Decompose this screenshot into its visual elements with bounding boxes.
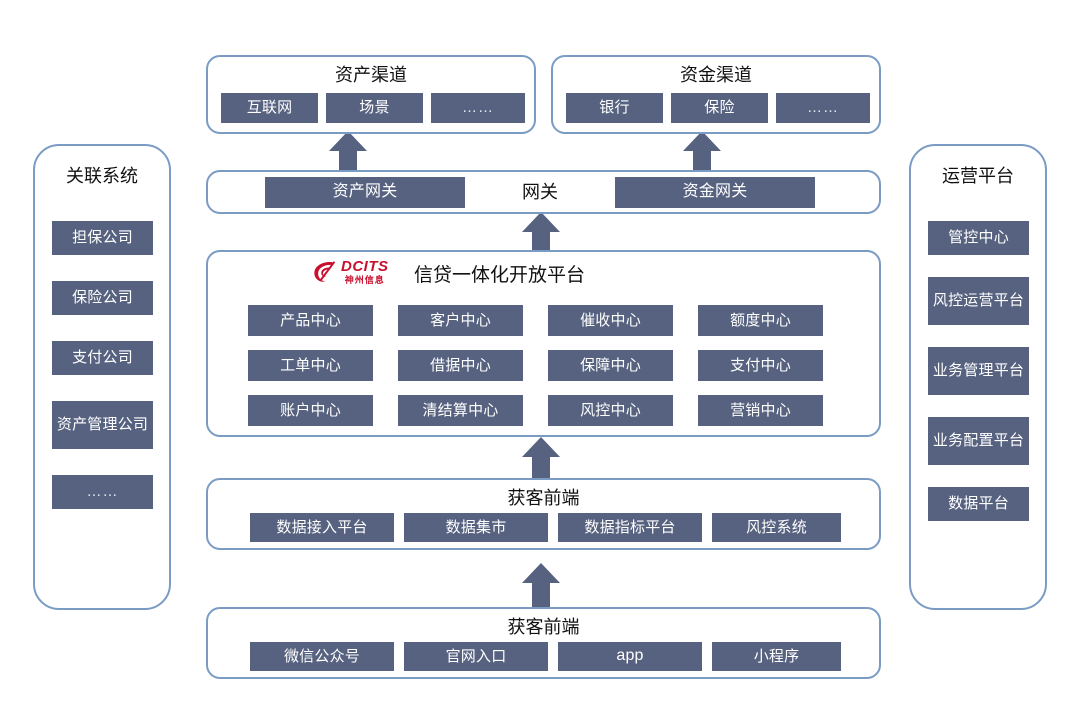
right-sidebar-title: 运营平台: [942, 166, 1014, 186]
platform-module-work-order[interactable]: 工单中心: [248, 350, 373, 381]
dcits-logo-cn: 神州信息: [344, 275, 385, 285]
platform-module-risk-control[interactable]: 风控中心: [548, 395, 673, 426]
platform-module-payment[interactable]: 支付中心: [698, 350, 823, 381]
fund-channel-item-insurance[interactable]: 保险: [671, 93, 768, 123]
channel-layer-panel: 获客前端 微信公众号 官网入口 app 小程序: [206, 607, 881, 679]
asset-channel-title: 资产渠道: [335, 65, 407, 85]
asset-channel-item-internet[interactable]: 互联网: [221, 93, 318, 123]
right-sidebar-item-business-config-platform[interactable]: 业务配置平台: [928, 417, 1029, 465]
channel-layer-item-app[interactable]: app: [558, 642, 702, 671]
platform-module-settlement[interactable]: 清结算中心: [398, 395, 523, 426]
fund-channel-item-bank[interactable]: 银行: [566, 93, 663, 123]
arrow-gateway-to-asset-channel: [329, 131, 367, 186]
channel-layer-item-website[interactable]: 官网入口: [404, 642, 548, 671]
fund-channel-item-more[interactable]: ……: [776, 93, 870, 123]
asset-channel-item-more[interactable]: ……: [431, 93, 525, 123]
arrow-channel-to-data: [522, 563, 560, 611]
platform-title: 信贷一体化开放平台: [414, 265, 586, 286]
left-sidebar-item-payment-company[interactable]: 支付公司: [52, 341, 153, 375]
platform-module-credit-limit[interactable]: 额度中心: [698, 305, 823, 336]
data-layer-item-data-mart[interactable]: 数据集市: [404, 513, 548, 542]
left-sidebar-title: 关联系统: [66, 166, 138, 186]
platform-module-loan-note[interactable]: 借据中心: [398, 350, 523, 381]
data-layer-panel: 获客前端 数据接入平台 数据集市 数据指标平台 风控系统: [206, 478, 881, 550]
platform-module-collection[interactable]: 催收中心: [548, 305, 673, 336]
asset-channel-panel: 资产渠道 互联网 场景 ……: [206, 55, 536, 134]
platform-module-marketing[interactable]: 营销中心: [698, 395, 823, 426]
left-sidebar-item-asset-management-company[interactable]: 资产管理公司: [52, 401, 153, 449]
right-sidebar-panel: 运营平台 管控中心 风控运营平台 业务管理平台 业务配置平台 数据平台: [909, 144, 1047, 610]
fund-channel-panel: 资金渠道 银行 保险 ……: [551, 55, 881, 134]
dcits-logo-text: DCITS 神州信息: [341, 259, 389, 285]
channel-layer-item-mini-program[interactable]: 小程序: [712, 642, 841, 671]
arrow-platform-to-gateway: [522, 212, 560, 262]
arrow-data-to-platform: [522, 437, 560, 483]
gateway-item-asset-gateway[interactable]: 资产网关: [265, 177, 465, 208]
gateway-title: 网关: [522, 182, 558, 202]
swoosh-logo-icon: [311, 259, 337, 285]
platform-module-product[interactable]: 产品中心: [248, 305, 373, 336]
platform-module-customer[interactable]: 客户中心: [398, 305, 523, 336]
platform-module-guarantee[interactable]: 保障中心: [548, 350, 673, 381]
right-sidebar-item-control-center[interactable]: 管控中心: [928, 221, 1029, 255]
asset-channel-item-scene[interactable]: 场景: [326, 93, 423, 123]
right-sidebar-item-risk-operations-platform[interactable]: 风控运营平台: [928, 277, 1029, 325]
data-layer-item-ingest-platform[interactable]: 数据接入平台: [250, 513, 394, 542]
channel-layer-item-wechat-official[interactable]: 微信公众号: [250, 642, 394, 671]
right-sidebar-item-business-management-platform[interactable]: 业务管理平台: [928, 347, 1029, 395]
left-sidebar-item-guarantee-company[interactable]: 担保公司: [52, 221, 153, 255]
right-sidebar-item-data-platform[interactable]: 数据平台: [928, 487, 1029, 521]
left-sidebar-item-more[interactable]: ……: [52, 475, 153, 509]
fund-channel-title: 资金渠道: [680, 65, 752, 85]
gateway-panel: 资产网关 网关 资金网关: [206, 170, 881, 214]
data-layer-item-metrics-platform[interactable]: 数据指标平台: [558, 513, 702, 542]
dcits-logo: DCITS 神州信息: [311, 259, 389, 285]
platform-module-account[interactable]: 账户中心: [248, 395, 373, 426]
left-sidebar-panel: 关联系统 担保公司 保险公司 支付公司 资产管理公司 ……: [33, 144, 171, 610]
left-sidebar-item-insurance-company[interactable]: 保险公司: [52, 281, 153, 315]
channel-layer-title: 获客前端: [507, 617, 580, 637]
platform-panel: DCITS 神州信息 信贷一体化开放平台 产品中心 客户中心 催收中心 额度中心…: [206, 250, 881, 437]
dcits-logo-en: DCITS: [341, 258, 389, 275]
gateway-item-fund-gateway[interactable]: 资金网关: [615, 177, 815, 208]
data-layer-item-risk-system[interactable]: 风控系统: [712, 513, 841, 542]
arrow-gateway-to-fund-channel: [683, 131, 721, 186]
data-layer-title: 获客前端: [507, 488, 580, 508]
